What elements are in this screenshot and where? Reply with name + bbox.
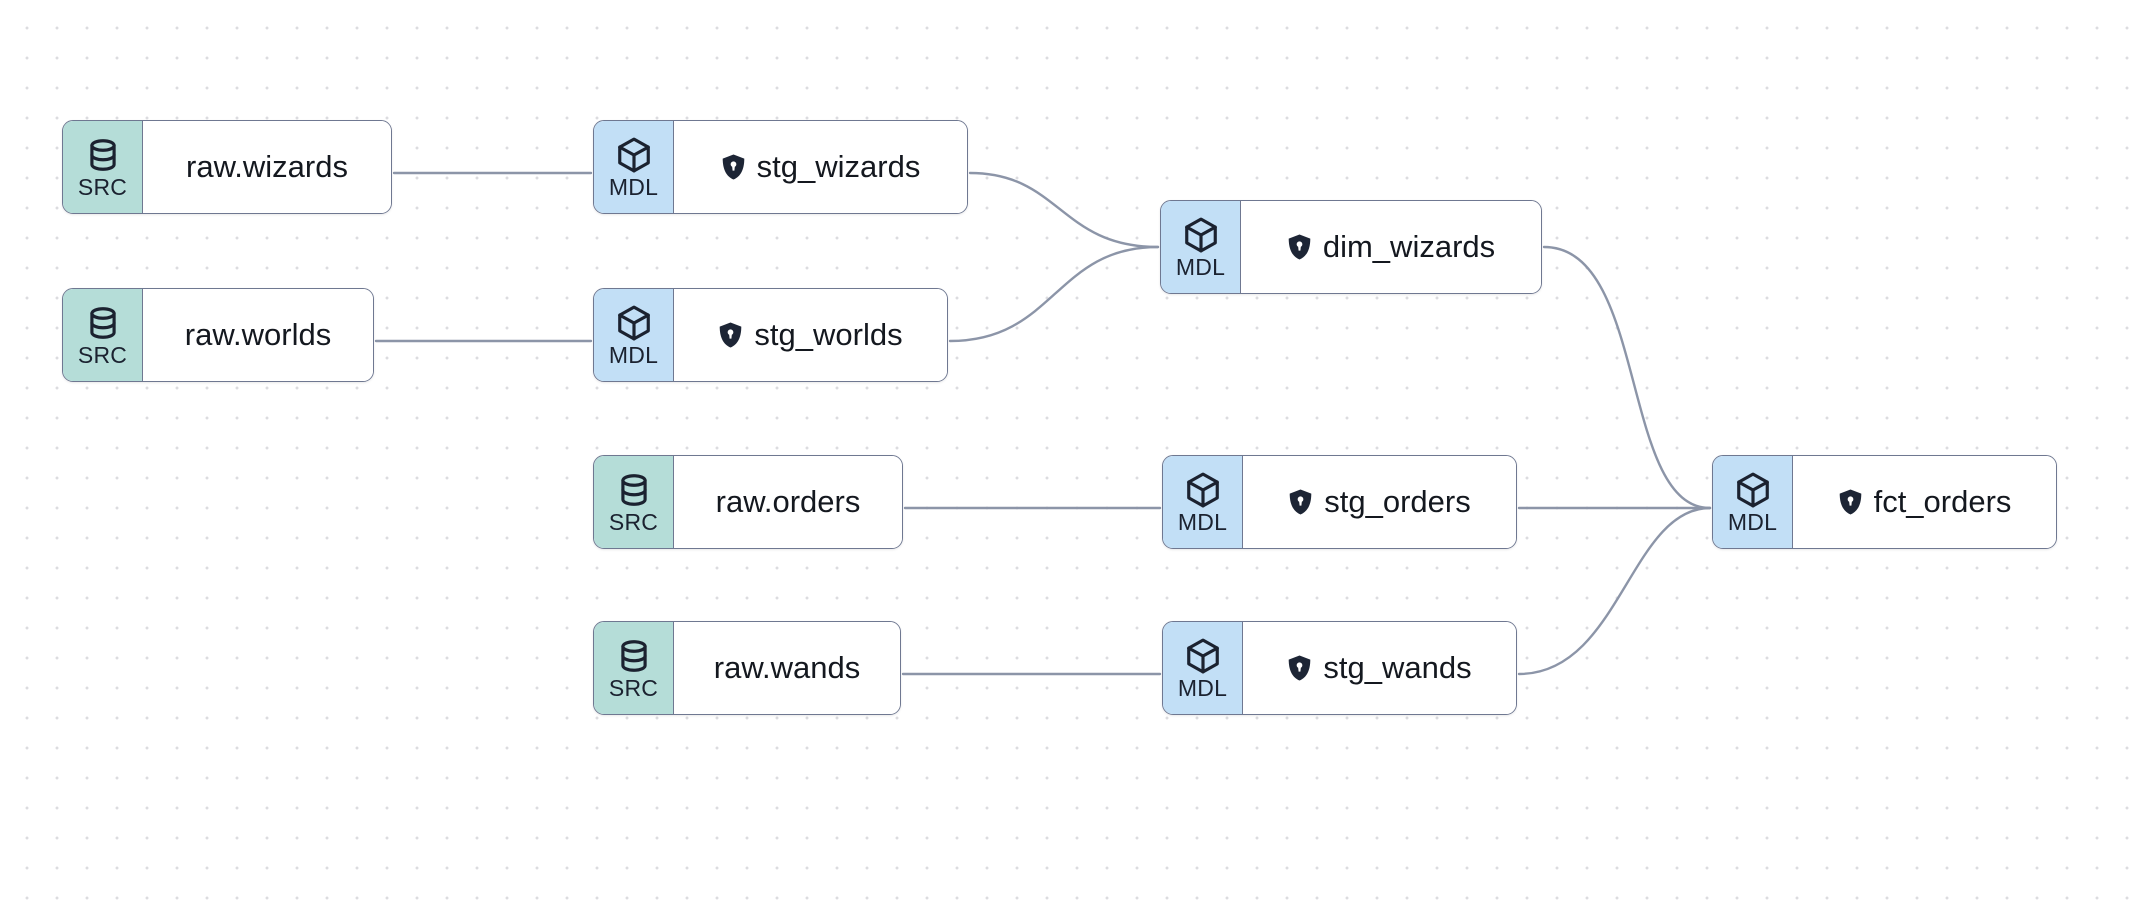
node-label: stg_orders xyxy=(1324,484,1471,519)
database-icon xyxy=(89,306,116,339)
node-label: stg_worlds xyxy=(754,317,903,352)
shield-lock-icon xyxy=(722,154,744,180)
node-type-label: MDL xyxy=(1177,508,1228,535)
node-label: fct_orders xyxy=(1873,484,2012,519)
node-body: raw.wands xyxy=(674,622,900,714)
node-body: stg_wands xyxy=(1243,622,1516,714)
node-body: raw.orders xyxy=(674,456,902,548)
node-type-label: MDL xyxy=(608,173,659,200)
cube-icon xyxy=(1184,217,1217,252)
node-label: dim_wizards xyxy=(1322,229,1496,264)
node-type-badge-mdl: MDL xyxy=(1161,201,1241,293)
database-icon xyxy=(89,138,116,171)
node-body: dim_wizards xyxy=(1241,201,1541,293)
node-type-badge-mdl: MDL xyxy=(594,121,674,213)
node-type-badge-src: SRC xyxy=(63,289,143,381)
node-label: raw.wizards xyxy=(186,149,348,184)
node-dim-wizards[interactable]: MDL dim_wizards xyxy=(1160,200,1542,294)
node-raw-wizards[interactable]: SRC raw.wizards xyxy=(62,120,392,214)
node-label: raw.worlds xyxy=(184,317,332,352)
edge-stg_worlds-to-dim_wizards[interactable] xyxy=(948,245,1160,343)
node-body: stg_worlds xyxy=(674,289,947,381)
node-stg-orders[interactable]: MDL stg_orders xyxy=(1162,455,1517,549)
edge-stg_wizards-to-dim_wizards[interactable] xyxy=(968,171,1160,249)
node-type-badge-mdl: MDL xyxy=(1163,622,1243,714)
node-type-badge-src: SRC xyxy=(63,121,143,213)
node-raw-wands[interactable]: SRC raw.wands xyxy=(593,621,901,715)
node-stg-wands[interactable]: MDL stg_wands xyxy=(1162,621,1517,715)
cube-icon xyxy=(1186,638,1219,673)
node-type-label: MDL xyxy=(1177,674,1228,701)
node-type-label: SRC xyxy=(77,341,128,368)
cube-icon xyxy=(1186,472,1219,507)
database-icon xyxy=(620,473,647,506)
node-stg-worlds[interactable]: MDL stg_worlds xyxy=(593,288,948,382)
node-type-badge-mdl: MDL xyxy=(1713,456,1793,548)
node-type-label: MDL xyxy=(608,341,659,368)
shield-lock-icon xyxy=(720,322,742,348)
edge-dim_wizards-to-fct_orders[interactable] xyxy=(1542,245,1712,510)
node-body: raw.worlds xyxy=(143,289,373,381)
node-type-label: SRC xyxy=(608,674,659,701)
node-type-label: MDL xyxy=(1175,253,1226,280)
node-type-badge-src: SRC xyxy=(594,622,674,714)
node-stg-wizards[interactable]: MDL stg_wizards xyxy=(593,120,968,214)
cube-icon xyxy=(617,137,650,172)
node-raw-orders[interactable]: SRC raw.orders xyxy=(593,455,903,549)
cube-icon xyxy=(617,305,650,340)
node-label: raw.wands xyxy=(713,650,861,685)
node-raw-worlds[interactable]: SRC raw.worlds xyxy=(62,288,374,382)
node-type-label: SRC xyxy=(77,173,128,200)
node-fct-orders[interactable]: MDL fct_orders xyxy=(1712,455,2057,549)
database-icon xyxy=(620,639,647,672)
shield-lock-icon xyxy=(1288,234,1311,260)
node-body: raw.wizards xyxy=(143,121,391,213)
shield-lock-icon xyxy=(1839,489,1861,515)
shield-lock-icon xyxy=(1289,489,1312,515)
node-label: raw.orders xyxy=(715,484,861,519)
node-type-label: SRC xyxy=(608,508,659,535)
node-body: stg_wizards xyxy=(674,121,967,213)
cube-icon xyxy=(1736,472,1769,507)
shield-lock-icon xyxy=(1289,655,1311,681)
node-type-badge-mdl: MDL xyxy=(594,289,674,381)
node-type-label: MDL xyxy=(1727,508,1778,535)
edge-stg_wands-to-fct_orders[interactable] xyxy=(1517,506,1712,676)
node-label: stg_wands xyxy=(1323,650,1472,685)
node-body: stg_orders xyxy=(1243,456,1516,548)
node-type-badge-src: SRC xyxy=(594,456,674,548)
node-body: fct_orders xyxy=(1793,456,2056,548)
node-label: stg_wizards xyxy=(756,149,921,184)
node-type-badge-mdl: MDL xyxy=(1163,456,1243,548)
